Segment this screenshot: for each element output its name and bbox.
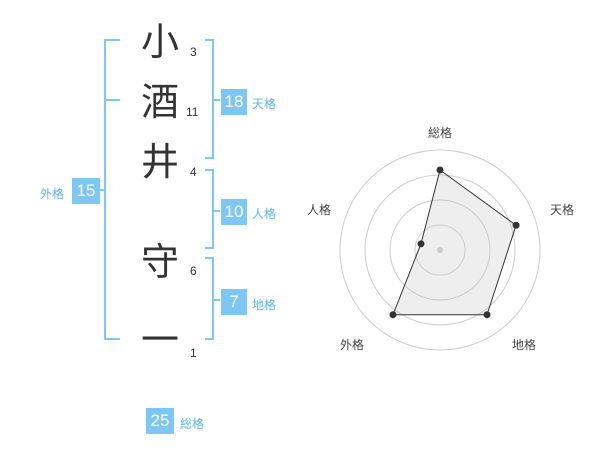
name-char-3: 井 xyxy=(140,140,179,184)
chikaku-label: 地格 xyxy=(252,298,277,312)
radar-axis-label-3: 地格 xyxy=(511,338,536,352)
radar-point-2 xyxy=(512,221,520,229)
radar-ring xyxy=(389,199,491,301)
radar-ring xyxy=(339,149,541,351)
chikaku-value: 7 xyxy=(221,289,247,315)
radar-point-4 xyxy=(389,311,397,319)
radar-axis-label-1: 総格 xyxy=(427,126,452,140)
gaikaku-value: 15 xyxy=(72,178,100,204)
radar-center xyxy=(437,247,443,253)
radar-points xyxy=(389,166,520,319)
soukaku-value: 25 xyxy=(146,408,174,434)
stroke-count-3: 4 xyxy=(190,165,197,179)
radar-polygon xyxy=(392,169,517,316)
tenkaku-label: 天格 xyxy=(252,97,277,111)
tenkaku-value: 18 xyxy=(221,89,247,115)
radar-point-1 xyxy=(436,166,444,174)
name-char-5: 一 xyxy=(140,318,179,362)
radar-axis-label-4: 外格 xyxy=(339,338,364,352)
radar-point-3 xyxy=(483,311,491,319)
radar-area xyxy=(392,169,517,316)
name-char-1: 小 xyxy=(140,20,179,64)
radar-point-5 xyxy=(417,240,425,248)
name-char-2: 酒 xyxy=(140,80,179,124)
jinkaku-bracket xyxy=(205,169,214,249)
radar-ring xyxy=(414,224,466,276)
radar-axis-label-5: 人格 xyxy=(306,203,331,217)
radar-axis-label-2: 天格 xyxy=(549,203,574,217)
radar-rings xyxy=(339,149,541,351)
stroke-count-5: 1 xyxy=(190,346,197,360)
radar-ring xyxy=(364,174,516,326)
chikaku-bracket xyxy=(205,257,214,340)
stroke-count-2: 11 xyxy=(186,105,199,119)
gaikaku-label: 外格 xyxy=(40,187,65,201)
name-char-4: 守 xyxy=(140,240,179,284)
stroke-count-4: 6 xyxy=(190,264,197,278)
soukaku-label: 総格 xyxy=(180,417,205,431)
jinkaku-label: 人格 xyxy=(252,207,277,221)
jinkaku-value: 10 xyxy=(221,199,247,225)
stroke-count-1: 3 xyxy=(190,45,197,59)
